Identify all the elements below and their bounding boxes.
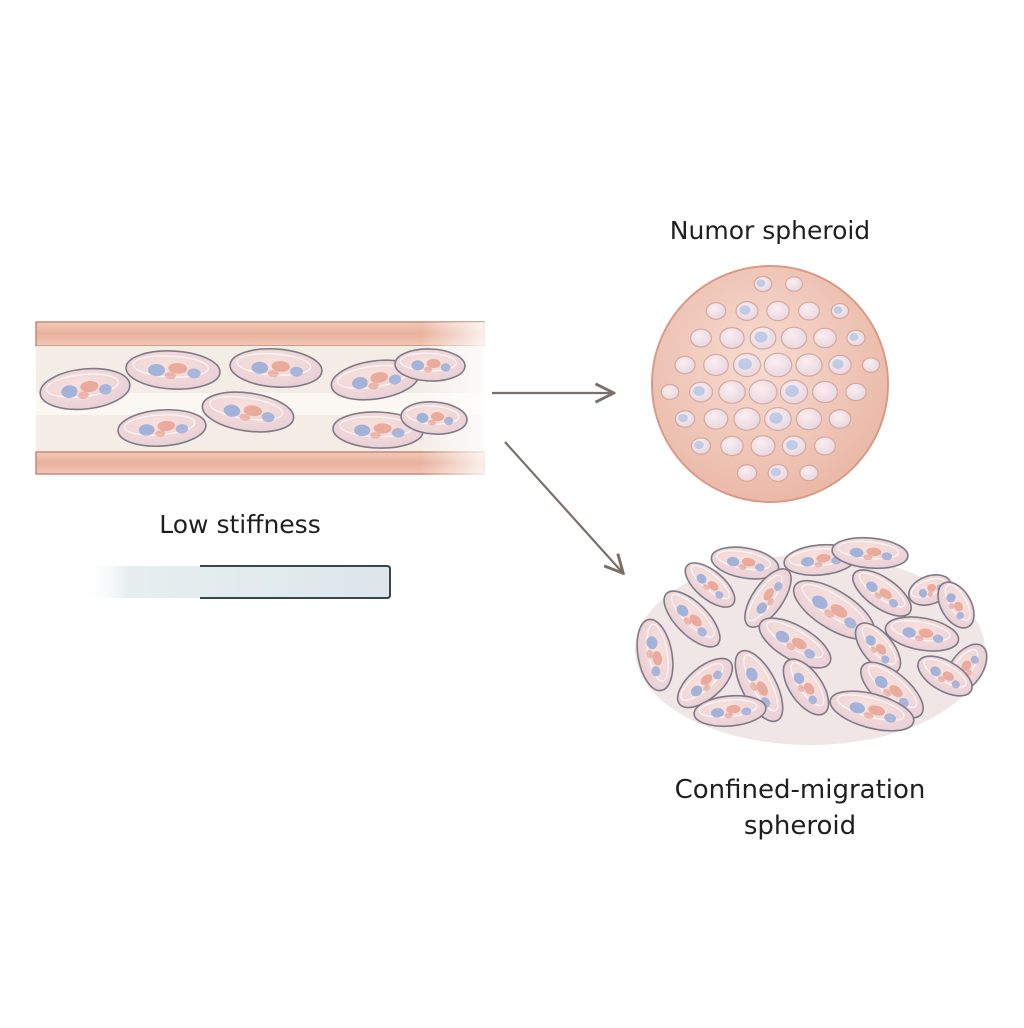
spheroid-cell [750,435,776,457]
spheroid-cell [795,407,823,431]
confined-cell [829,690,915,732]
confined-cell [744,568,792,628]
confined-migration-label: Confined-migration spheroid [620,772,980,844]
spheroid-cell [845,382,867,402]
channel-cell [39,367,131,411]
spheroid-cell [781,435,807,457]
spheroid-cell [703,408,729,430]
spheroid-cell [732,352,762,378]
stiffness-bar-edge [200,565,391,599]
spheroid-cell [813,436,837,456]
confined-cell [663,590,721,648]
spheroid-cell [784,276,804,292]
spheroid-cell [764,406,792,432]
spheroid-cell [812,380,838,404]
tumor-spheroid [651,265,889,503]
confined-migration-spheroid [635,536,988,745]
low-stiffness-label: Low stiffness [159,510,321,539]
confined-spheroid-cells [636,536,988,732]
confined-cell [884,616,960,652]
spheroid-cell [780,326,808,350]
channel-cell [201,391,295,433]
confined-cell [693,694,767,728]
spheroid-cell [674,410,696,428]
confined-cell [917,655,973,697]
tumor-spheroid-label: Numor spheroid [669,216,871,245]
channel-cell [229,347,323,389]
confined-cell [684,562,736,608]
spheroid-cell [767,463,789,483]
spheroid-cell [719,326,745,350]
spheroid-cell [703,353,729,377]
stiffness-gradient-bar [82,566,390,598]
confined-cell [758,617,832,669]
confined-cell [854,622,902,674]
confined-migration-label-line1: Confined-migration [674,775,926,805]
spheroid-cell [733,407,761,431]
confined-cell [676,657,734,709]
spheroid-cell [705,302,727,320]
spheroid-cell [779,379,809,405]
arrow-to-confined-spheroid [504,441,622,572]
channel-cells [39,347,468,449]
spheroid-cell [813,327,837,349]
spheroid-cell [795,353,823,377]
channel-cell [117,408,207,448]
spheroid-cell [674,355,696,375]
spheroid-cell [748,379,778,405]
confined-migration-label-line2: spheroid [743,811,857,841]
spheroid-cell [766,300,790,322]
spheroid-cell [689,328,713,348]
spheroid-cell [797,301,821,321]
spheroid-cell [828,354,852,376]
tumor-spheroid-cells [660,275,881,483]
spheroid-cell [660,383,680,401]
confined-cell [782,658,830,716]
confined-cell [710,546,780,580]
spheroid-cell [736,464,758,482]
confined-cell [831,536,909,570]
confinement-channel [35,321,488,476]
confined-cell [937,581,975,629]
confined-cell [852,569,912,617]
spheroid-cell [763,352,793,378]
spheroid-cell [720,435,744,457]
channel-cell [394,348,466,382]
spheroid-cell [735,301,759,321]
confined-cell [860,661,924,719]
spheroid-cell [688,381,714,403]
spheroid-cell [799,464,819,482]
spheroid-cell [861,357,881,373]
spheroid-cell [753,275,773,293]
confined-cell [734,649,784,723]
spheroid-cell [830,302,850,320]
channel-cell [125,350,221,390]
channel-cell [400,401,468,435]
spheroid-cell [749,326,777,350]
spheroid-cell [828,409,852,429]
spheroid-cell [718,380,746,404]
confined-cell [636,618,674,692]
spheroid-cell [846,329,866,347]
spheroid-cell [690,437,712,455]
